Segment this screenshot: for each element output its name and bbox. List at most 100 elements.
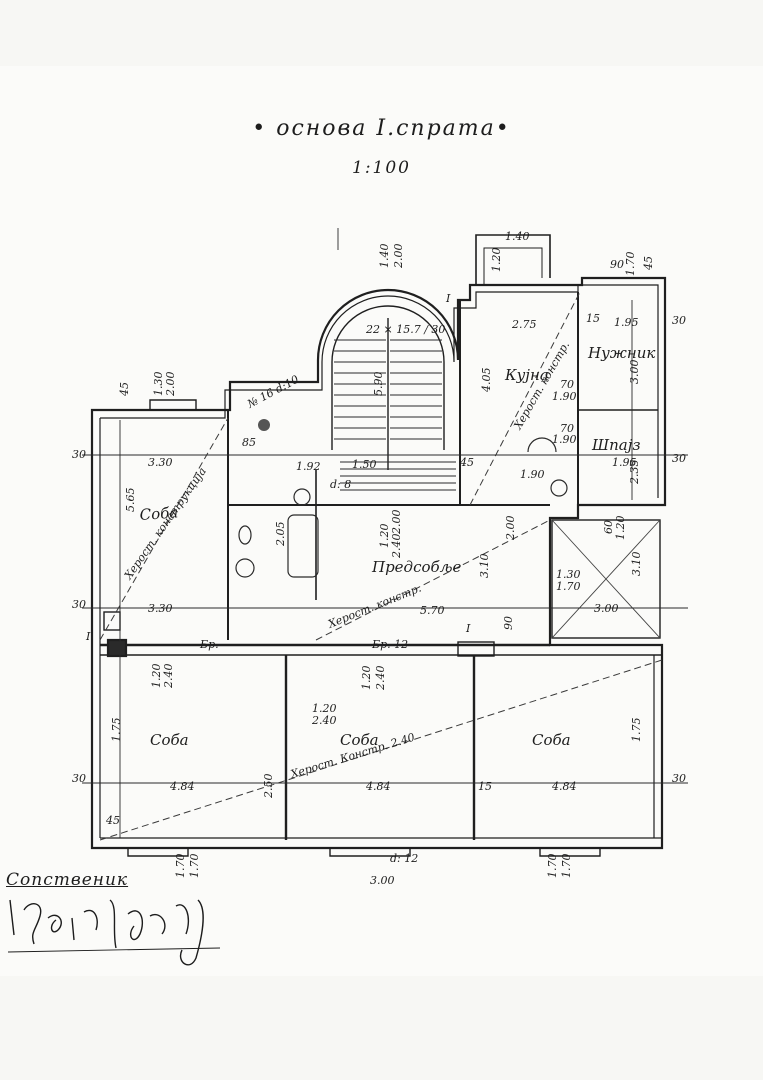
svg-text:90: 90: [502, 616, 515, 630]
svg-text:1.30: 1.30: [152, 372, 165, 397]
svg-text:3.30: 3.30: [148, 456, 173, 469]
svg-text:3.30: 3.30: [148, 602, 173, 615]
bathtub-icon: [287, 514, 319, 578]
svg-text:5.70: 5.70: [420, 604, 445, 617]
svg-text:1.75: 1.75: [630, 718, 643, 743]
cut-mark-hall: I: [465, 622, 471, 635]
svg-text:1.90: 1.90: [552, 433, 577, 446]
svg-text:4.84: 4.84: [365, 780, 391, 793]
svg-text:1.90: 1.90: [520, 468, 545, 481]
svg-text:1.90: 1.90: [552, 390, 577, 403]
svg-text:1.30: 1.30: [556, 568, 581, 581]
beam-note-hall: Херост. констр.: [325, 582, 423, 632]
svg-text:5.65: 5.65: [124, 488, 137, 513]
owner-label: Сопственик: [6, 870, 129, 890]
beam-note-left: Херост. конструкција: [121, 465, 209, 583]
svg-text:1.20: 1.20: [490, 248, 503, 273]
svg-text:30: 30: [72, 448, 86, 461]
svg-text:30: 30: [672, 314, 686, 327]
balcony-inner: [483, 247, 543, 285]
stair-arch: [331, 305, 445, 450]
svg-text:85: 85: [242, 436, 256, 449]
d-mark-mid: d: 8: [330, 478, 351, 491]
drawing-sheet: [0, 66, 763, 976]
svg-text:1.20: 1.20: [614, 516, 627, 541]
svg-text:30: 30: [672, 452, 686, 465]
svg-text:1.40: 1.40: [378, 244, 391, 269]
drawing-title: • основа I.спрата•: [252, 116, 511, 141]
room-label-nuzhnik: Нужник: [587, 344, 655, 362]
svg-text:2.05: 2.05: [274, 522, 287, 548]
svg-text:2.40: 2.40: [390, 534, 403, 560]
toilet-icon: [235, 558, 255, 578]
beam-diagonal-kitchen: [469, 291, 581, 506]
svg-text:15: 15: [478, 780, 492, 793]
svg-text:3.10: 3.10: [478, 554, 491, 579]
svg-text:4.84: 4.84: [169, 780, 195, 793]
svg-text:2.00: 2.00: [392, 244, 405, 270]
svg-text:4.84: 4.84: [551, 780, 577, 793]
owner-signature: [7, 899, 221, 966]
svg-text:1.92: 1.92: [296, 460, 321, 473]
svg-text:1.20: 1.20: [360, 666, 373, 691]
svg-text:5.90: 5.90: [372, 372, 385, 397]
svg-text:2.75: 2.75: [511, 318, 537, 331]
svg-text:2.40: 2.40: [311, 714, 337, 727]
svg-text:3.00: 3.00: [370, 874, 395, 887]
svg-text:90: 90: [610, 258, 624, 271]
svg-text:3.10: 3.10: [630, 552, 643, 577]
svg-text:1.20: 1.20: [150, 664, 163, 689]
svg-text:2.50: 2.50: [262, 774, 275, 800]
svg-text:45: 45: [118, 382, 131, 397]
cut-mark-top: I: [445, 292, 451, 305]
room-label-soba-br: Соба: [532, 731, 571, 749]
svg-text:70: 70: [560, 378, 574, 391]
svg-text:4.05: 4.05: [480, 368, 493, 394]
svg-text:3.00: 3.00: [628, 360, 641, 385]
outer-wall: [90, 276, 667, 850]
svg-text:1.70: 1.70: [546, 854, 559, 879]
svg-text:2.00: 2.00: [504, 516, 517, 542]
svg-text:30: 30: [672, 772, 686, 785]
door-note: Бр.: [199, 638, 219, 651]
svg-text:15: 15: [586, 312, 600, 325]
room-label-soba-bc: Соба: [340, 731, 379, 749]
inner-wall-outline: [100, 284, 659, 498]
room-label-predsoblje: Предсобље: [371, 558, 462, 576]
room-label-kujna: Кујна: [504, 366, 549, 384]
svg-text:45: 45: [105, 814, 120, 827]
svg-text:70: 70: [560, 422, 574, 435]
svg-text:2.40: 2.40: [162, 664, 175, 690]
room-label-soba-left: Соба: [139, 503, 179, 524]
svg-text:2.35: 2.35: [628, 460, 641, 486]
svg-text:45: 45: [642, 256, 655, 271]
svg-text:45: 45: [459, 456, 474, 469]
svg-text:1.20: 1.20: [378, 524, 391, 549]
drawing-scale: 1:100: [352, 158, 411, 178]
terrace-room: [551, 519, 661, 639]
stairs-count: 22 × 15.7 / 30: [365, 323, 445, 336]
svg-text:1.50: 1.50: [352, 458, 377, 471]
top-balcony: [475, 234, 551, 285]
svg-text:1.70: 1.70: [188, 854, 201, 879]
svg-text:1.95: 1.95: [612, 456, 637, 469]
svg-text:2.40: 2.40: [374, 666, 387, 692]
chimney-mark: [258, 419, 270, 431]
svg-text:1.70: 1.70: [624, 252, 637, 277]
stairs-number: № 16 d:10: [244, 373, 301, 411]
room-label-soba-bl: Соба: [150, 731, 189, 749]
svg-text:1.40: 1.40: [505, 230, 530, 243]
svg-text:1.20: 1.20: [312, 702, 337, 715]
svg-text:30: 30: [72, 598, 86, 611]
stove-icon: [550, 479, 568, 497]
svg-text:60: 60: [602, 520, 615, 534]
svg-text:30: 30: [72, 772, 86, 785]
svg-text:2.00: 2.00: [164, 372, 177, 398]
svg-text:1.75: 1.75: [110, 718, 123, 743]
svg-text:2.00: 2.00: [390, 510, 403, 536]
cut-mark-left: I: [85, 630, 91, 643]
room-label-ostava: Шпајз: [591, 436, 641, 454]
svg-text:1.70: 1.70: [556, 580, 581, 593]
d-mark-bottom: d: 12: [390, 852, 418, 865]
